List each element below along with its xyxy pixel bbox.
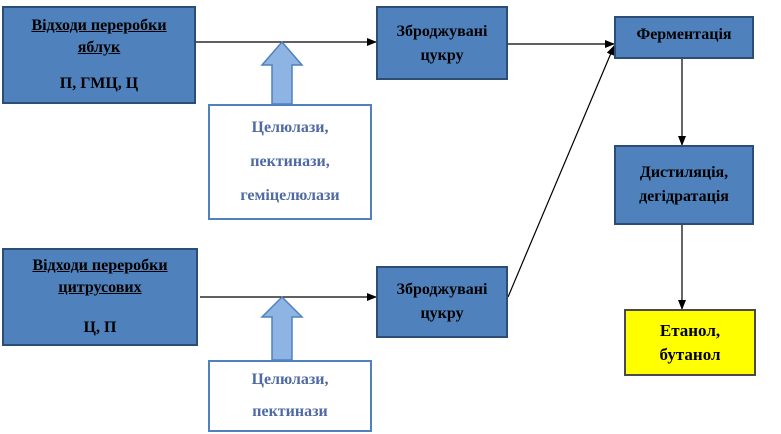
citrus-waste-title: Відходи переробки цитрусових [32,255,167,299]
apple-sugars-line1: Зброджувані [396,23,488,40]
citrus-waste-box: Відходи переробки цитрусових Ц, П [2,248,198,346]
fermentation-label: Ферментація [636,26,732,43]
citrus-sugars-line1: Зброджувані [396,281,488,298]
apple-enzymes-box: Целюлази, пектинази, геміцелюлази [208,104,372,220]
apple-enzymes-line2: пектинази, [250,153,330,170]
citrus-waste-title-line1: Відходи переробки [32,257,168,274]
products-line1: Етанол, [659,320,721,340]
apple-waste-title-line2: яблук [77,39,121,56]
apple-enzymes-line3: геміцелюлази [240,187,340,204]
apple-waste-title: Відходи переробки яблук [31,15,166,59]
citrus-waste-title-line2: цитрусових [58,279,142,296]
distillation-box: Дистиляція, дегідратація [614,145,754,225]
citrus-waste-components: Ц, П [83,319,117,336]
enzyme-block-arrow-citrus [260,295,304,361]
products-line2: бутанол [659,344,721,364]
apple-sugars-box: Зброджувані цукру [376,6,508,80]
arrow-citrus-sugars-to-fermentation [507,45,615,298]
fermentation-box: Ферментація [614,16,754,59]
distillation-line1: Дистиляція, [639,164,729,181]
apple-sugars-line2: цукру [420,47,464,64]
citrus-enzymes-line2: пектинази [252,403,328,420]
citrus-sugars-line2: цукру [420,305,464,322]
citrus-enzymes-box: Целюлази, пектинази [208,360,372,432]
products-box: Етанол, бутанол [624,309,756,376]
distillation-line2: дегідратація [639,188,729,205]
apple-waste-title-line1: Відходи переробки [31,17,167,34]
apple-enzymes-line1: Целюлази, [251,119,329,136]
citrus-enzymes-line1: Целюлази, [251,371,329,388]
apple-waste-components: П, ГМЦ, Ц [59,75,139,92]
apple-waste-box: Відходи переробки яблук П, ГМЦ, Ц [2,6,196,104]
citrus-sugars-box: Зброджувані цукру [376,266,508,338]
enzyme-block-arrow-apple [260,40,304,105]
